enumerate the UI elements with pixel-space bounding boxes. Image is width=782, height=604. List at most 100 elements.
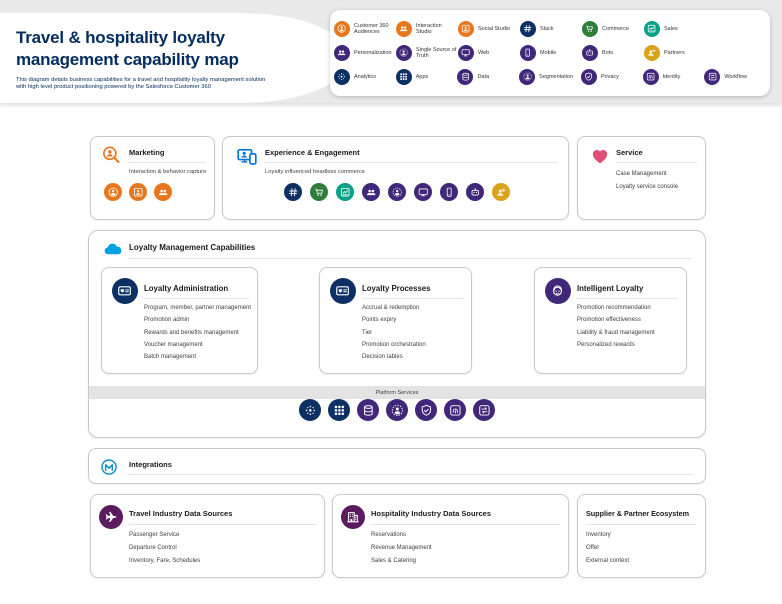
list-item: Promotion orchestration <box>362 341 426 348</box>
divider <box>129 474 693 475</box>
list-item: Loyalty service console <box>616 184 679 190</box>
divider <box>129 258 691 259</box>
legend-label: Commerce <box>602 25 629 32</box>
service-card: Service Case Management Loyalty service … <box>577 136 706 220</box>
legend-item: Social Studio <box>458 21 520 37</box>
legend-item: Mobile <box>520 45 582 61</box>
legend-label: Personalization <box>354 49 392 56</box>
list-item: Inventory, Fare, Schedules <box>129 558 201 564</box>
legend-item: Identity <box>642 69 705 85</box>
legend-label: Data <box>477 73 490 80</box>
web-icon <box>414 183 432 201</box>
intelligent-loyalty-card: Intelligent Loyalty Promotion recommenda… <box>534 267 687 374</box>
legend-item: Privacy <box>580 69 643 85</box>
einstein-icon <box>545 278 571 304</box>
list-item: Voucher management <box>144 341 203 348</box>
single-source-of-truth-icon <box>396 45 412 61</box>
divider <box>362 298 463 299</box>
legend-label: Partners <box>664 49 685 56</box>
banner-wave <box>0 13 346 103</box>
hospitality-items: Reservations Revenue Management Sales & … <box>371 532 432 564</box>
list-item: Promotion admin <box>144 317 190 324</box>
workflow-icon <box>704 69 721 85</box>
divider <box>586 524 697 525</box>
list-item: Liability & fraud management <box>577 329 655 336</box>
segmentation-icon <box>386 399 408 421</box>
loyalty-card-icon <box>330 278 356 304</box>
sales-icon <box>644 21 660 37</box>
identity-icon <box>642 69 659 85</box>
loyalty-processes-title: Loyalty Processes <box>362 284 431 293</box>
list-item: Offer <box>586 545 600 551</box>
hospitality-title: Hospitality Industry Data Sources <box>371 509 492 518</box>
customer-360-audiences-icon <box>334 21 350 37</box>
marketing-subtitle: Interaction & behavior capture <box>129 169 207 175</box>
legend-label: Identity <box>662 73 681 80</box>
heart-icon <box>590 146 610 166</box>
mulesoft-icon <box>100 458 118 476</box>
legend-label: Single Source of Truth <box>416 46 457 59</box>
list-item: Inventory <box>586 532 611 538</box>
legend-label: Sales <box>664 25 678 32</box>
intelligent-loyalty-title: Intelligent Loyalty <box>577 284 644 293</box>
apps-icon <box>328 399 350 421</box>
list-item: Passenger Service <box>129 532 180 538</box>
list-item: Tier <box>362 329 373 336</box>
header-text: Travel & hospitality loyalty management … <box>16 27 306 92</box>
divider <box>265 162 558 163</box>
list-item: Promotion recommendation <box>577 305 651 311</box>
data-icon <box>357 399 379 421</box>
loyalty-administration-card: Loyalty Administration Program, member, … <box>101 267 258 374</box>
intelligent-loyalty-items: Promotion recommendation Promotion effec… <box>577 305 683 348</box>
list-item: External context <box>586 558 630 564</box>
marketing-title: Marketing <box>129 148 165 157</box>
privacy-icon <box>580 69 597 85</box>
legend-label: Social Studio <box>478 25 511 32</box>
mobile-icon <box>520 45 536 61</box>
legend-item: Segmentation <box>519 69 581 85</box>
analytics-icon <box>334 69 350 85</box>
legend-label: Apps <box>415 73 429 80</box>
legend-item: Slack <box>520 21 582 37</box>
segmentation-icon <box>519 69 536 85</box>
list-item: Sales & Catering <box>371 558 417 564</box>
legend-label: Segmentation <box>539 73 574 80</box>
salesforce-cloud-icon <box>100 239 126 259</box>
plane-icon <box>99 505 123 529</box>
legend-label: Privacy <box>600 73 619 80</box>
legend-label: Slack <box>540 25 554 32</box>
social-studio-icon <box>458 21 474 37</box>
personalization-icon <box>334 45 350 61</box>
partners-icon <box>644 45 660 61</box>
legend-item: Data <box>457 69 519 85</box>
devices-icon <box>235 146 259 168</box>
experience-title: Experience & Engagement <box>265 148 360 157</box>
list-item: Batch management <box>144 354 197 361</box>
list-item: Case Management <box>616 171 667 177</box>
list-item: Rewards and benefits management <box>144 329 239 336</box>
page-title: Travel & hospitality loyalty management … <box>16 28 239 69</box>
privacy-icon <box>415 399 437 421</box>
platform-services-bar: Platform Services <box>89 386 705 399</box>
travel-items: Passenger Service Departure Control Inve… <box>129 532 200 564</box>
list-item: Accrual & redemption <box>362 305 420 311</box>
interaction-studio-icon <box>396 21 412 37</box>
analytics-icon <box>299 399 321 421</box>
divider <box>577 298 678 299</box>
identity-icon <box>444 399 466 421</box>
legend-item: Interaction Studio <box>396 21 458 37</box>
loyalty-card-icon <box>112 278 138 304</box>
list-item: Decision tables <box>362 354 403 361</box>
loyalty-administration-title: Loyalty Administration <box>144 284 229 293</box>
slack-icon <box>284 183 302 201</box>
interaction-studio-icon <box>154 183 172 201</box>
legend-item: Customer 360 Audiences <box>334 21 396 37</box>
loyalty-processes-items: Accrual & redemption Points expiry Tier … <box>362 305 468 360</box>
list-item: Promotion effectiveness <box>577 317 641 324</box>
sales-icon <box>336 183 354 201</box>
loyalty-processes-card: Loyalty Processes Accrual & redemption P… <box>319 267 472 374</box>
divider <box>616 162 697 163</box>
loyalty-capabilities-box: Loyalty Management Capabilities Loyalty … <box>88 230 706 438</box>
customer-360-audiences-icon <box>104 183 122 201</box>
